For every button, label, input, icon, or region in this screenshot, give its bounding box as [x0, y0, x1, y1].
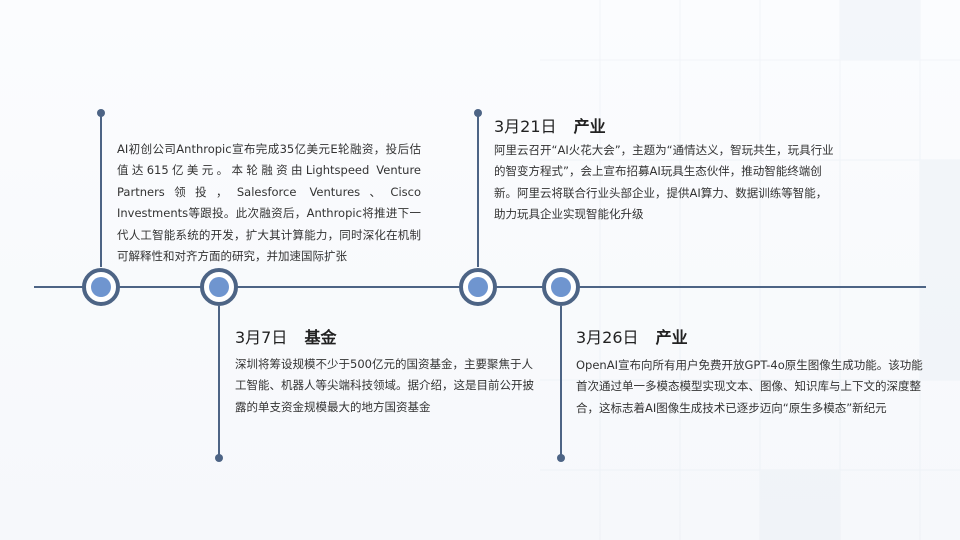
event-category: 基金	[304, 328, 337, 347]
stem-line	[477, 113, 479, 267]
stem-line	[560, 306, 562, 456]
stem-line	[100, 113, 102, 267]
timeline-node	[542, 268, 580, 306]
stem-line	[218, 306, 220, 456]
event-category: 产业	[655, 328, 688, 347]
timeline-node	[459, 268, 497, 306]
event-text: OpenAI宣布向所有用户免费开放GPT-4o原生图像生成功能。该功能首次通过单…	[576, 358, 923, 415]
event-date: 3月21日	[494, 117, 557, 136]
event-heading: 3月26日 产业	[576, 324, 688, 348]
stem-end-dot	[557, 454, 565, 462]
event-heading: 3月21日 产业	[494, 113, 606, 137]
event-date: 3月26日	[576, 328, 639, 347]
event-heading: 3月7日 基金	[235, 324, 336, 348]
event-text: AI初创公司Anthropic宣布完成35亿美元E轮融资，投后估值达615亿美元…	[117, 142, 421, 264]
event-text: 深圳将筹设规模不少于500亿元的国资基金，主要聚焦于人工智能、机器人等尖端科技领…	[235, 357, 534, 414]
background-decoration	[540, 0, 960, 540]
event-text: 阿里云召开“AI火花大会”，主题为“通情达义，智玩共生，玩具行业的智变方程式”，…	[494, 143, 834, 222]
timeline-node	[200, 268, 238, 306]
event-date: 3月7日	[235, 328, 288, 347]
timeline-node	[82, 268, 120, 306]
event-category: 产业	[573, 117, 606, 136]
stem-end-dot	[215, 454, 223, 462]
